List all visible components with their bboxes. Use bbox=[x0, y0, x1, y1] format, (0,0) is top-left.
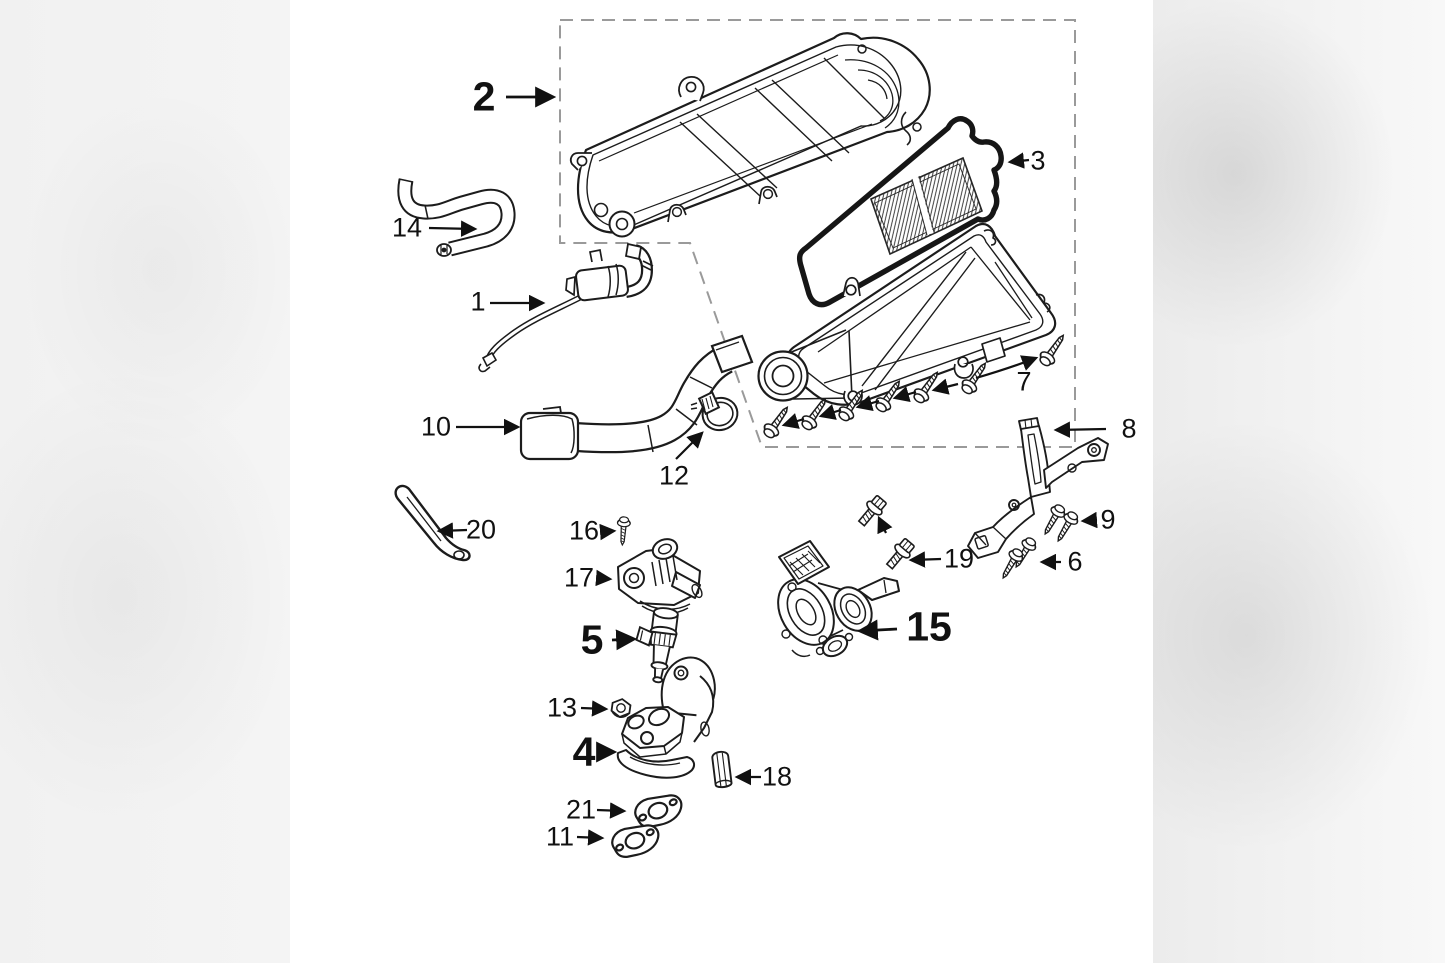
bracket-screws-9 bbox=[1038, 501, 1082, 546]
cover-mounting-tab-left bbox=[569, 152, 592, 171]
callout-8: 8 bbox=[1121, 413, 1137, 444]
callout-13: 13 bbox=[546, 692, 578, 723]
mounting-bracket bbox=[967, 417, 1109, 559]
callout-20: 20 bbox=[465, 514, 497, 545]
callout-1: 1 bbox=[470, 286, 486, 317]
purge-valve bbox=[478, 242, 654, 373]
injector-bracket-screw bbox=[615, 515, 632, 546]
callout-16: 16 bbox=[568, 515, 600, 546]
callout-4: 4 bbox=[572, 728, 596, 775]
intake-duct bbox=[519, 334, 754, 461]
gasket-21 bbox=[632, 793, 685, 830]
cover-bottom-tabs bbox=[667, 185, 778, 223]
callout-9: 9 bbox=[1100, 504, 1116, 535]
callout-19: 19 bbox=[943, 543, 975, 574]
retainer-hook bbox=[394, 484, 471, 562]
injector-holder bbox=[617, 538, 703, 615]
callout-12: 12 bbox=[658, 460, 690, 491]
callout-21: 21 bbox=[565, 794, 597, 825]
callout-17: 17 bbox=[563, 562, 595, 593]
hose-clamp bbox=[690, 390, 739, 432]
callout-18: 18 bbox=[761, 761, 793, 792]
gasket-11 bbox=[609, 823, 662, 860]
air-box-lower-housing bbox=[757, 222, 1057, 406]
callout-5: 5 bbox=[580, 616, 604, 663]
intake-manifold bbox=[616, 656, 716, 779]
breather-hose bbox=[397, 178, 516, 257]
throttle-body bbox=[777, 540, 900, 658]
callout-3: 3 bbox=[1030, 145, 1046, 176]
background-blur-left bbox=[0, 0, 290, 963]
callout-15: 15 bbox=[906, 603, 952, 650]
rubber-pin bbox=[711, 750, 733, 789]
fuel-injector bbox=[635, 607, 679, 684]
callout-6: 6 bbox=[1067, 546, 1083, 577]
callout-2: 2 bbox=[472, 73, 496, 120]
air-cleaner-cover bbox=[569, 32, 931, 238]
callout-14: 14 bbox=[391, 212, 423, 243]
flange-nut bbox=[610, 698, 632, 718]
filter-gasket-outline bbox=[796, 116, 1004, 308]
callout-7: 7 bbox=[1016, 366, 1032, 397]
background-blur-right bbox=[1153, 0, 1445, 963]
callout-11: 11 bbox=[545, 821, 575, 852]
air-filter-element bbox=[796, 116, 1004, 308]
callout-arrows bbox=[428, 86, 1107, 846]
cover-mounting-tab-top bbox=[678, 76, 705, 102]
dashed-group-outline bbox=[559, 19, 1076, 448]
callout-10: 10 bbox=[420, 411, 452, 442]
